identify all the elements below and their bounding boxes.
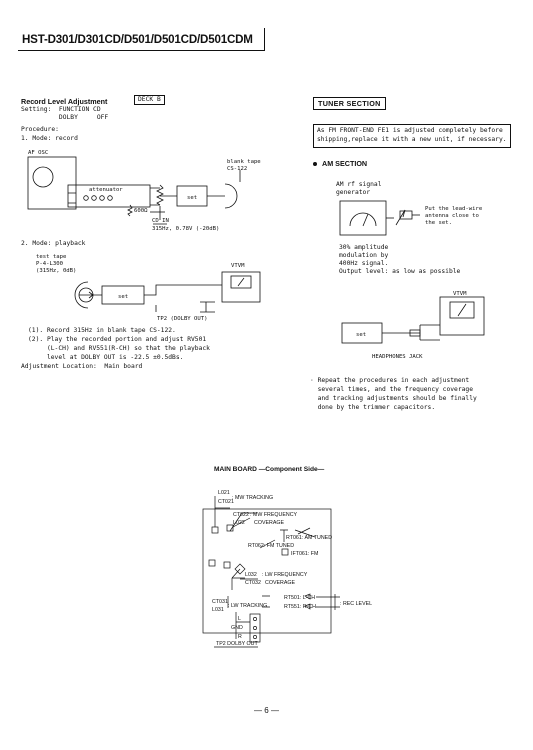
rt062-label: RT062: FM TUNED [248, 543, 294, 549]
step-2b: (L-CH) and RV551(R-CH) so that the playb… [28, 345, 210, 352]
repeat-3: and tracking adjustments should be final… [310, 395, 477, 402]
ct021-label: CT021 [218, 499, 234, 505]
page-number: — 6 — [254, 706, 279, 715]
mod-1: 30% amplitude [339, 244, 389, 251]
step-1: (1). Record 315Hz in blank tape CS-122. [28, 327, 176, 334]
cd-in-label: CD IN [152, 218, 169, 224]
vtvm-label-left: VTVM [231, 263, 245, 269]
am-rf-2: generator [336, 189, 371, 196]
adjustment-location: Adjustment Location: Main board [21, 363, 143, 370]
playback-set-label: set [118, 294, 128, 300]
lead-3: the set. [425, 220, 452, 226]
step-2a: (2). Play the recorded portion and adjus… [28, 336, 207, 343]
test-tape-label: test tape [36, 254, 67, 260]
ct032-label: CT032 [245, 580, 261, 586]
am-section-title: AM SECTION [322, 159, 368, 168]
repeat-2: several times, and the frequency coverag… [310, 386, 474, 393]
setting-dolby: DOLBY OFF [21, 114, 109, 121]
res-label: 600Ω [134, 208, 148, 214]
test-tape-id: P-4-L300 [36, 261, 63, 267]
ct022-label: CT022 [233, 512, 249, 518]
tp2-label: TP2 (DOLBY OUT) [157, 316, 208, 322]
mode-playback: 2. Mode: playback [21, 240, 86, 247]
test-tape-sig: (315Hz, 0dB) [36, 268, 76, 274]
attenuator-label: attenuator [89, 187, 123, 193]
output-level: Output level: as low as possible [339, 268, 461, 275]
tuner-section-title: TUNER SECTION [313, 97, 386, 110]
main-board-title: MAIN BOARD —Component Side— [214, 466, 325, 473]
vtvm-label-right: VTVM [453, 291, 467, 297]
tp2-dolby-label: TP2 DOLBY OUT [216, 641, 258, 647]
blank-tape-label: blank tape [227, 159, 261, 165]
record-heading: Record Level Adjustment [21, 97, 108, 106]
l022-label: L022 [233, 520, 245, 526]
step-2c: level at DOLBY OUT is -22.5 ±0.5dBs. [28, 354, 184, 361]
tp-r-label: R [238, 634, 242, 640]
rec-level-label: : REC LEVEL [340, 601, 372, 607]
model-title: HST-D301/D301CD/D501/D501CD/D501CDM [22, 33, 253, 46]
page-header: HST-D301/D301CD/D501/D501CD/D501CDM [18, 28, 265, 51]
ct031-label: CT031 [212, 599, 228, 605]
am-rf-1: AM rf signal [336, 181, 382, 188]
lead-2: antenna close to [425, 213, 479, 219]
coverage-2-label: COVERAGE [265, 580, 295, 586]
repeat-1: · Repeat the procedures in each adjustme… [310, 377, 470, 384]
coverage-1-label: COVERAGE [254, 520, 284, 526]
mod-3: 400Hz signal. [339, 260, 389, 267]
l031-label: L031 [212, 607, 224, 613]
lead-1: Put the lead-wire [425, 206, 483, 212]
rt061-label: RT061: AM TUNED [286, 535, 332, 541]
l021-label: L021 [218, 490, 230, 496]
tp-l-label: L [238, 616, 241, 622]
deck-label: DECK B [134, 95, 165, 105]
l032-label: L032 [245, 572, 257, 578]
lw-tracking-label: : LW TRACKING [228, 603, 267, 609]
mod-2: modulation by [339, 252, 389, 259]
lw-frequency-label: : LW FREQUENCY [262, 572, 308, 578]
rt501-label: RT501: L-CH [284, 595, 315, 601]
fm-note-1: As FM FRONT-END FE1 is adjusted complete… [317, 127, 503, 134]
af-osc-label: AF OSC [28, 150, 48, 156]
mw-tracking-label: : MW TRACKING [232, 495, 273, 501]
am-set-label: set [356, 332, 366, 338]
mode-record: 1. Mode: record [21, 135, 78, 142]
cs-label: CS-122 [227, 166, 247, 172]
setting-function: Setting: FUNCTION CD [21, 106, 101, 113]
repeat-4: done by the trimmer capacitors. [310, 404, 436, 411]
mw-frequency-label: : MW FREQUENCY [250, 512, 298, 518]
fm-note-box: As FM FRONT-END FE1 is adjusted complete… [313, 124, 511, 148]
record-set-label: set [187, 195, 197, 201]
headphones-jack-label: HEADPHONES JACK [372, 354, 423, 360]
tp-gnd-label: GND [231, 625, 243, 631]
bullet [313, 162, 317, 166]
rt551-label: RT551: R-CH [284, 604, 316, 610]
procedure-label: Procedure: [21, 126, 59, 133]
fm-note-2: shipping,replace it with a new unit, if … [317, 136, 507, 143]
cd-in-value: 315Hz, 0.78V (-20dB) [152, 226, 219, 232]
ift061-label: IFT061: FM [291, 551, 318, 557]
